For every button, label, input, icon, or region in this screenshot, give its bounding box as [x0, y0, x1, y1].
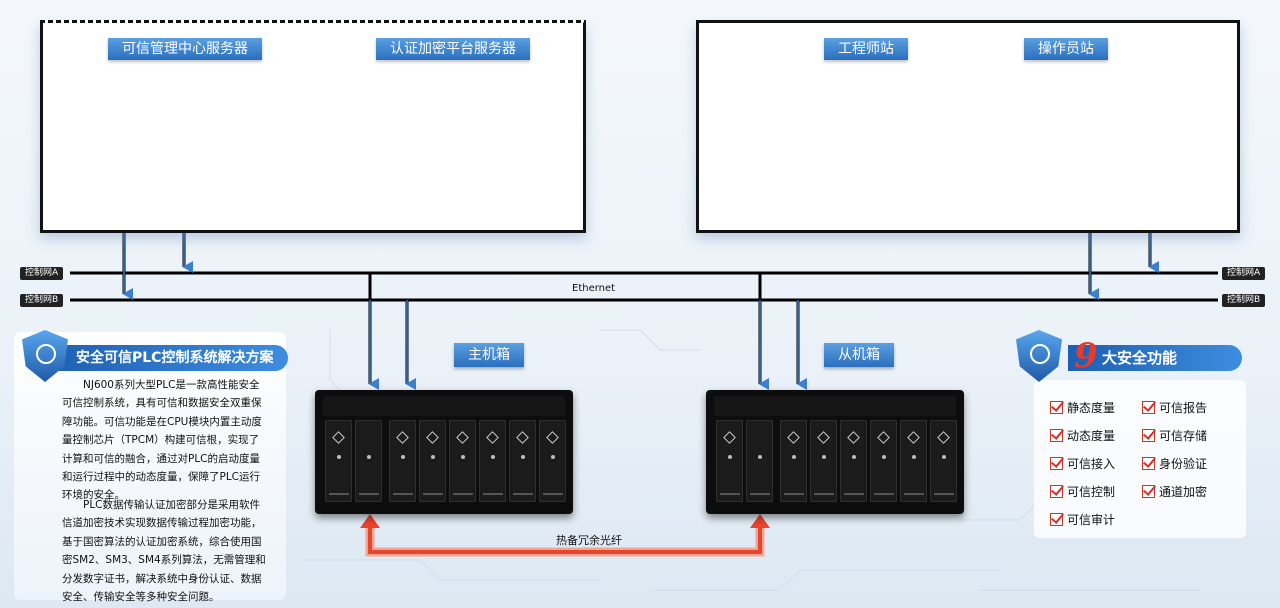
net-b-label-left: 控制网B [20, 294, 64, 307]
main-cabinet-label: 主机箱 [454, 343, 524, 367]
net-b-label-right: 控制网B [1222, 294, 1266, 307]
checkbox-checked-icon [1142, 457, 1155, 470]
solution-paragraph-2: PLC数据传输认证加密部分是采用软件信道加密技术实现数据传输过程加密功能，基于国… [62, 499, 266, 604]
function-item: 通道加密 [1142, 484, 1207, 500]
checkbox-checked-icon [1050, 457, 1063, 470]
redundant-fiber-label: 热备冗余光纤 [556, 534, 622, 547]
security-functions-title-bar [1068, 345, 1242, 371]
ethernet-label: Ethernet [572, 283, 616, 294]
checkbox-checked-icon [1050, 485, 1063, 498]
function-item: 可信报告 [1142, 400, 1207, 416]
security-functions-count: 9 [1074, 336, 1098, 376]
server-group-frame-left-dashed-top [40, 20, 586, 23]
solution-title: 安全可信PLC控制系统解决方案 [40, 345, 288, 371]
auth-encryption-server-label: 认证加密平台服务器 [376, 38, 530, 60]
solution-paragraph-1: NJ600系列大型PLC是一款高性能安全可信控制系统，具有可信和数据安全双重保障… [62, 379, 262, 502]
station-group-frame-right [696, 20, 1240, 233]
engineer-station-label: 工程师站 [824, 38, 908, 60]
slave-cabinet-connectors [758, 273, 807, 390]
function-item: 可信审计 [1050, 512, 1115, 528]
redundant-fiber-link [360, 514, 770, 557]
operator-station-label: 操作员站 [1024, 38, 1108, 60]
function-item: 静态度量 [1050, 400, 1115, 416]
security-functions-title: 大安全功能 [1102, 349, 1178, 367]
function-item: 动态度量 [1050, 428, 1115, 444]
right-frame-connectors [1088, 233, 1159, 300]
function-item: 可信控制 [1050, 484, 1115, 500]
solution-description-panel [14, 332, 286, 600]
security-functions-panel [1034, 380, 1246, 538]
function-item: 可信接入 [1050, 456, 1115, 472]
checkbox-checked-icon [1142, 401, 1155, 414]
function-item: 可信存储 [1142, 428, 1207, 444]
circuit-background-decoration [300, 329, 1200, 591]
checkbox-checked-icon [1142, 429, 1155, 442]
main-cabinet-connectors [368, 273, 416, 390]
checkbox-checked-icon [1050, 513, 1063, 526]
left-frame-connectors [122, 233, 193, 300]
main-cabinet-rack [315, 390, 573, 514]
net-a-label-left: 控制网A [20, 267, 64, 280]
net-a-label-right: 控制网A [1222, 267, 1266, 280]
checkbox-checked-icon [1050, 401, 1063, 414]
slave-cabinet-label: 从机箱 [824, 343, 894, 367]
checkbox-checked-icon [1050, 429, 1063, 442]
function-item: 身份验证 [1142, 456, 1207, 472]
slave-cabinet-rack [706, 390, 964, 514]
trusted-management-server-label: 可信管理中心服务器 [108, 38, 262, 60]
checkbox-checked-icon [1142, 485, 1155, 498]
